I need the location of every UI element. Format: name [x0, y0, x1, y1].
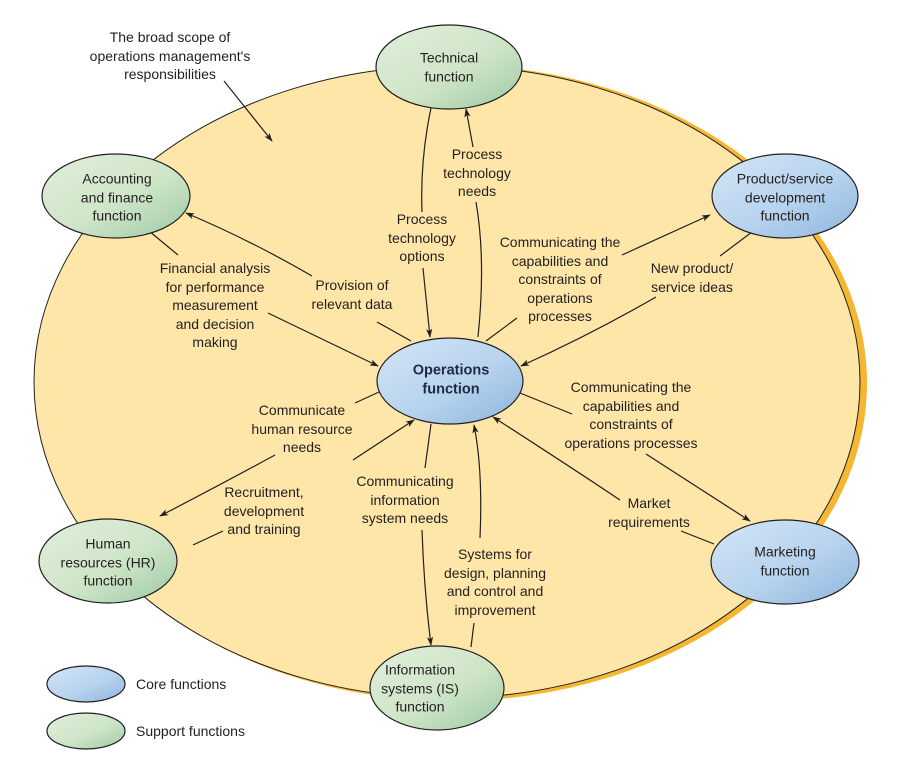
flow-line-operations-to-technical-lower: [475, 201, 483, 338]
flow-line-product-to-label: [719, 231, 753, 257]
legend-label-support: Support functions: [136, 723, 245, 739]
node-label-operations: Operations function: [412, 362, 490, 398]
node-marketing[interactable]: [710, 519, 860, 605]
node-label-is: Information systems (IS) function: [381, 661, 459, 715]
node-label-marketing: Marketing function: [754, 543, 816, 579]
legend-label-core: Core functions: [136, 676, 227, 692]
flow-arrow-product-to-operations: [520, 296, 657, 367]
flow-label-process-technology-options: Process technology options: [388, 211, 456, 264]
flow-line-operations-to-is-upper: [424, 423, 432, 469]
flow-line-operations-to-product-lower: [485, 317, 518, 342]
legend-swatch-support: [46, 712, 126, 750]
flow-arrow-is-to-operations: [472, 424, 482, 539]
flow-line-technical-to-operations: [421, 107, 432, 213]
flow-line-operations-to-hr-upper: [354, 391, 380, 404]
flow-label-communicating-is-needs: Communicating information system needs: [356, 473, 454, 526]
flow-line-accounting-to-label: [148, 230, 179, 256]
flow-label-new-product-ideas: New product/ service ideas: [650, 260, 734, 295]
node-label-hr: Human resources (HR) function: [60, 535, 156, 589]
node-hr[interactable]: [38, 518, 178, 604]
node-product[interactable]: [711, 153, 859, 239]
flow-label-communicate-hr-needs: Communicate human resource needs: [251, 402, 353, 455]
flow-label-financial-analysis: Financial analysis for performance measu…: [159, 260, 271, 350]
node-is[interactable]: [369, 645, 505, 731]
flow-label-capabilities-to-product: Communicating the capabilities and const…: [499, 234, 621, 324]
flow-label-systems-for-design: Systems for design, planning and control…: [444, 546, 546, 618]
flow-arrow-operations-to-is: [421, 529, 434, 646]
flow-arrow-accounting-to-operations: [267, 312, 379, 367]
node-label-accounting: Accounting and finance function: [80, 170, 154, 224]
flow-arrow-hr-to-operations: [352, 419, 415, 461]
scope-annotation: The broad scope of operations management…: [89, 29, 251, 82]
flow-label-provision-of-data: Provision of relevant data: [311, 277, 393, 312]
node-accounting[interactable]: [41, 153, 191, 239]
flow-arrow-operations-to-accounting: [185, 212, 313, 277]
flow-label-process-technology-needs: Process technology needs: [443, 146, 511, 199]
node-label-product: Product/service development function: [736, 170, 834, 224]
flow-line-operations-to-marketing-upper: [519, 392, 573, 415]
flow-line-is-to-label: [470, 622, 475, 648]
flow-arrow-operations-to-hr: [159, 454, 276, 517]
flow-arrow-operations-to-technical: [464, 108, 474, 148]
legend-swatch-core: [46, 665, 126, 703]
flow-line-operations-to-accounting-lower: [376, 321, 412, 342]
flow-arrow-marketing-to-operations: [492, 416, 621, 501]
flow-line-marketing-to-label: [680, 530, 715, 545]
annotation-arrow: [223, 80, 273, 142]
node-technical[interactable]: [375, 24, 523, 110]
flow-arrow-operations-to-marketing: [645, 453, 751, 522]
node-operations[interactable]: [376, 337, 524, 425]
flow-label-recruitment: Recruitment, development and training: [223, 484, 305, 537]
flow-label-market-requirements: Market requirements: [608, 495, 690, 530]
flow-label-capabilities-to-marketing: Communicating the capabilities and const…: [564, 379, 698, 451]
flow-line-hr-to-label: [192, 530, 224, 546]
flow-arrow-technical-to-operations: [422, 267, 433, 338]
node-label-technical: Technical function: [419, 49, 479, 85]
flow-arrow-operations-to-product: [621, 214, 711, 256]
